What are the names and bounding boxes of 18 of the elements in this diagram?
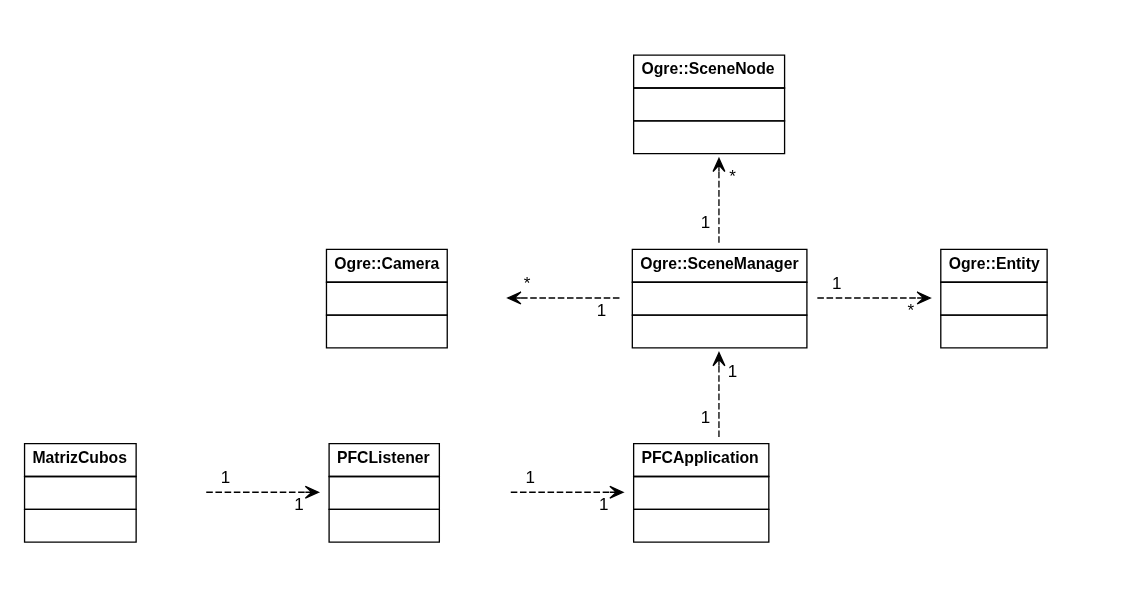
label: 1	[525, 468, 535, 488]
label: 1	[596, 301, 607, 321]
label: 1	[294, 495, 304, 515]
label: *	[907, 301, 915, 321]
arrow	[507, 291, 622, 305]
label: 1	[220, 468, 231, 488]
arrow	[712, 352, 726, 439]
label: 1	[727, 361, 738, 381]
label: *	[523, 273, 531, 293]
label: 1	[700, 213, 711, 233]
arrow	[816, 291, 931, 305]
label: 1	[700, 407, 711, 427]
label: 1	[831, 273, 842, 293]
arrow	[205, 485, 320, 499]
label: *	[729, 167, 736, 187]
arrow	[510, 485, 624, 499]
label: 1	[598, 495, 609, 515]
arrow	[712, 157, 726, 244]
